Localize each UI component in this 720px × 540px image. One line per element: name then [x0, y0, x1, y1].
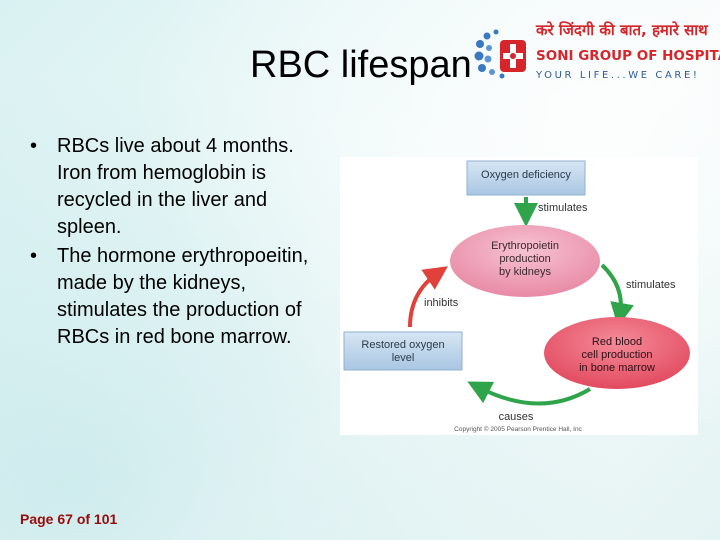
page-number: Page 67 of 101	[20, 511, 118, 527]
diagram-copyright: Copyright © 2005 Pearson Prentice Hall, …	[454, 425, 582, 433]
rbc-label-line1: Red blood	[592, 336, 642, 348]
label-stimulates-2: stimulates	[626, 279, 676, 291]
bullet-item: • RBCs live about 4 months. Iron from he…	[30, 133, 330, 241]
label-stimulates-1: stimulates	[538, 202, 588, 214]
rbc-feedback-diagram: Oxygen deficiency stimulates Erythropoie…	[340, 157, 698, 435]
logo-hospital-name: SONI GROUP OF HOSPITALS	[536, 48, 720, 64]
arrow-inhibits	[408, 266, 448, 328]
epo-production-ellipse: Erythropoietin production by kidneys	[450, 225, 600, 297]
hospital-logo: करे जिंदगी की बात, हमारे साथ SONI GROUP …	[474, 18, 720, 88]
oxygen-deficiency-box: Oxygen deficiency	[466, 160, 586, 196]
slide-title: RBC lifespan	[250, 44, 472, 86]
bullet-icon: •	[30, 245, 38, 267]
bullet-text: RBCs live about 4 months. Iron from hemo…	[57, 135, 294, 238]
arrow-causes	[467, 381, 592, 406]
rbc-production-ellipse: Red blood cell production in bone marrow	[544, 317, 690, 389]
oxygen-deficiency-label: Oxygen deficiency	[481, 169, 571, 181]
epo-label-line3: by kidneys	[499, 266, 551, 278]
logo-emblem-icon	[474, 29, 526, 79]
label-inhibits: inhibits	[424, 297, 459, 309]
bullet-item: • The hormone erythropoeitin, made by th…	[30, 243, 330, 351]
rbc-label-line3: in bone marrow	[579, 362, 655, 374]
logo-hindi-slogan: करे जिंदगी की बात, हमारे साथ	[536, 21, 708, 39]
bullet-text: The hormone erythropoeitin, made by the …	[57, 245, 309, 348]
restored-oxygen-box: Restored oxygen level	[343, 331, 463, 371]
epo-label-line2: production	[499, 253, 550, 265]
logo-tagline: YOUR LIFE...WE CARE!	[536, 70, 700, 81]
bullet-icon: •	[30, 135, 38, 157]
rbc-label-line2: cell production	[582, 349, 653, 361]
restored-label-line1: Restored oxygen	[361, 339, 444, 351]
arrow-stimulates-rbc	[600, 263, 634, 327]
epo-label-line1: Erythropoietin	[491, 240, 559, 252]
label-causes: causes	[499, 411, 534, 423]
restored-label-line2: level	[392, 352, 415, 364]
bullet-list: • RBCs live about 4 months. Iron from he…	[30, 133, 330, 353]
